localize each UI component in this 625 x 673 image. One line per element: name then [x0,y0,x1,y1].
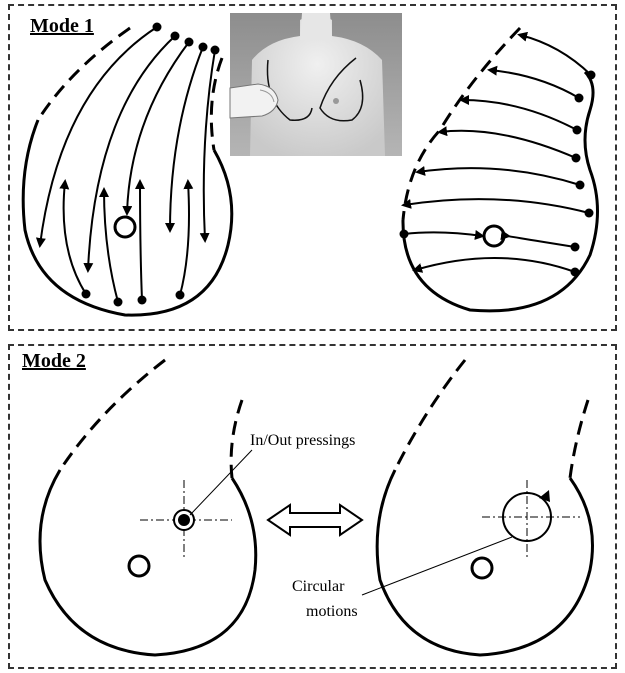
nipple-icon [482,224,506,248]
nipple-icon [470,556,494,580]
circular-motion-icon [502,492,552,542]
mode1-title: Mode 1 [30,15,94,37]
nipple-icon [113,215,137,239]
nipple-icon [127,554,151,578]
callout-line-circular [361,536,513,596]
mode2-right-breast [375,359,594,657]
callout-line-pressing [189,449,253,516]
mode2-left-breast [38,358,258,657]
mode1-right-breast [399,26,599,313]
mannequin-photo [229,13,402,156]
circular-callout-label-line2: motions [306,603,358,620]
circular-callout-label-line1: Circular [292,578,345,595]
mode2-panel [8,344,617,669]
mode2-title: Mode 2 [22,350,86,372]
mode1-left-breast [21,22,234,317]
mode1-panel [8,4,617,331]
pressing-callout-label: In/Out pressings [250,432,356,449]
pressing-point-icon [178,514,190,526]
double-arrow-icon [266,503,364,537]
